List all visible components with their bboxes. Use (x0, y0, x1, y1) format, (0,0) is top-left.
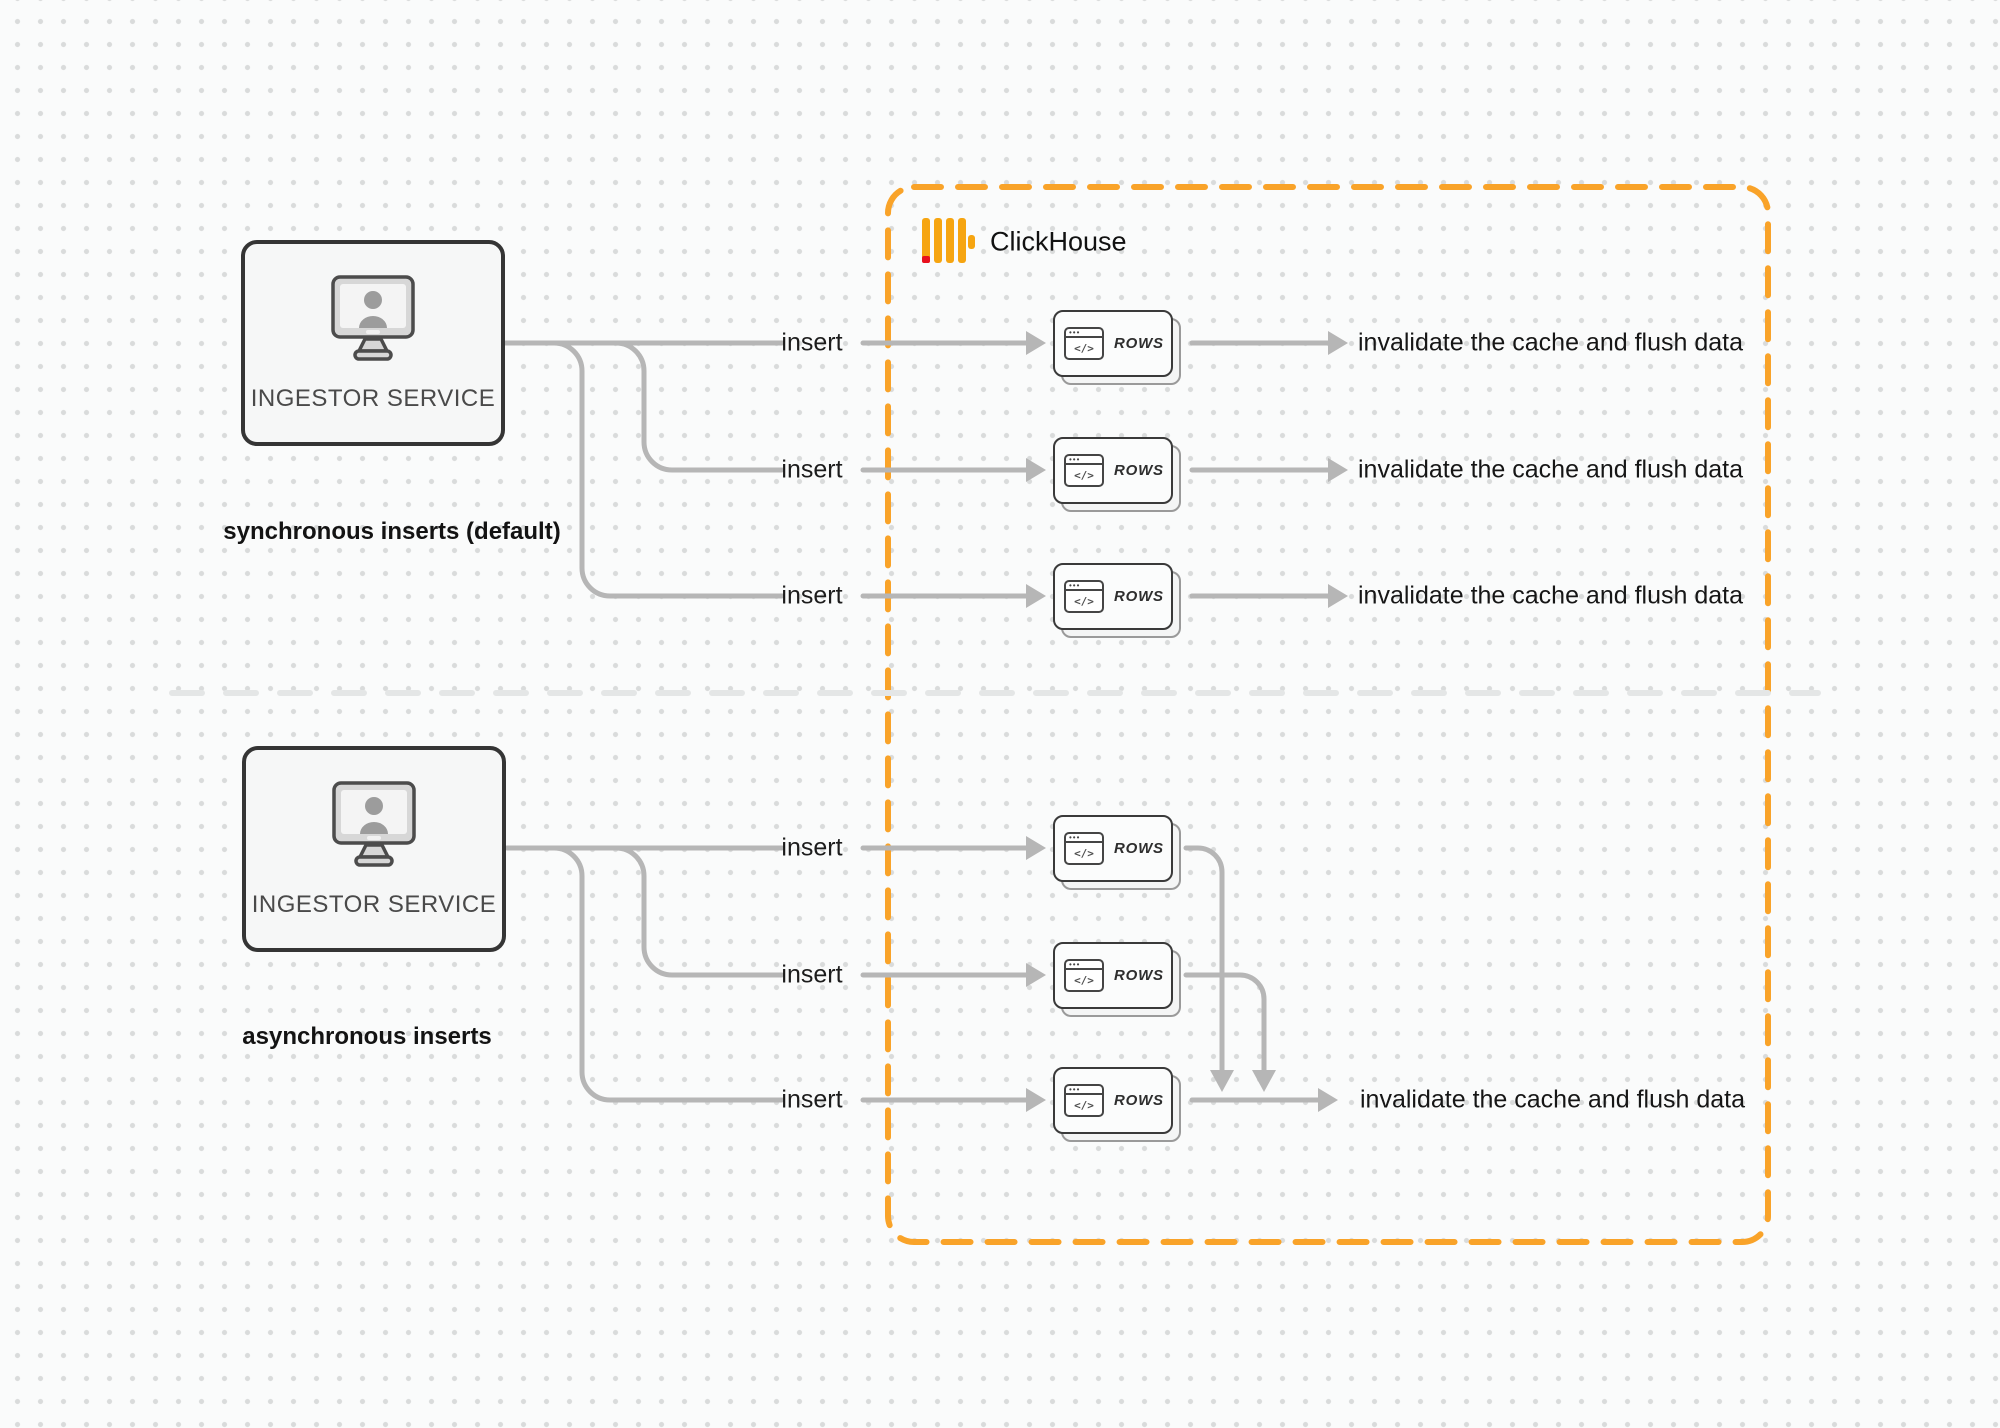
arrowhead-right-icon (1318, 1088, 1338, 1112)
service-label: INGESTOR SERVICE (251, 891, 497, 918)
rows-label: ROWS (1114, 1092, 1164, 1109)
result-label: invalidate the cache and flush data (1360, 1085, 1745, 1114)
insert-label: insert (781, 455, 843, 484)
logo-bar (934, 218, 942, 263)
logo-bar (922, 218, 930, 263)
code-window-icon: ••• </> (1064, 580, 1104, 613)
rows-card: ••• </> ROWS (1053, 815, 1173, 882)
async-caption: asynchronous inserts (242, 1023, 492, 1050)
code-glyph: </> (1074, 341, 1094, 355)
rows-card: ••• </> ROWS (1053, 1067, 1173, 1134)
rows-card: ••• </> ROWS (1053, 563, 1173, 630)
code-window-icon: ••• </> (1064, 454, 1104, 487)
logo-red-pixel (922, 255, 930, 263)
sync-ingestor-service-box: INGESTOR SERVICE (241, 240, 505, 446)
code-window-icon: ••• </> (1064, 959, 1104, 992)
arrowhead-right-icon (1026, 1088, 1046, 1112)
window-dots-icon: ••• (1066, 1086, 1102, 1095)
service-label: INGESTOR SERVICE (250, 385, 496, 412)
clickhouse-boundary (885, 184, 1771, 1245)
async-ingestor-service-box: INGESTOR SERVICE (242, 746, 506, 952)
async-branch-row2 (613, 845, 785, 978)
logo-bar (958, 218, 966, 263)
arrowhead-right-icon (1328, 584, 1348, 608)
arrowhead-down-icon (1252, 1070, 1276, 1092)
rows-card: ••• </> ROWS (1053, 437, 1173, 504)
window-dots-icon: ••• (1066, 961, 1102, 970)
arrowhead-right-icon (1328, 331, 1348, 355)
code-glyph: </> (1074, 594, 1094, 608)
rows-card-stack: ••• </> ROWS (1053, 310, 1181, 385)
code-glyph: </> (1074, 846, 1094, 860)
code-glyph: </> (1074, 973, 1094, 987)
result-label: invalidate the cache and flush data (1358, 328, 1743, 357)
result-label: invalidate the cache and flush data (1358, 581, 1743, 610)
code-window-icon: ••• </> (1064, 1084, 1104, 1117)
window-dots-icon: ••• (1066, 456, 1102, 465)
sync-branch-row3 (551, 340, 785, 599)
rows-label: ROWS (1114, 967, 1164, 984)
arrowhead-right-icon (1026, 458, 1046, 482)
arrowhead-right-icon (1026, 963, 1046, 987)
rows-label: ROWS (1114, 840, 1164, 857)
code-glyph: </> (1074, 468, 1094, 482)
insert-label: insert (781, 328, 843, 357)
insert-label: insert (781, 1085, 843, 1114)
code-glyph: </> (1074, 1098, 1094, 1112)
rows-label: ROWS (1114, 335, 1164, 352)
monitor-user-icon (332, 781, 416, 867)
result-label: invalidate the cache and flush data (1358, 455, 1743, 484)
insert-label: insert (781, 960, 843, 989)
window-dots-icon: ••• (1066, 834, 1102, 843)
clickhouse-title: ClickHouse (990, 226, 1127, 257)
clickhouse-logo-icon (922, 218, 978, 265)
rows-card: ••• </> ROWS (1053, 310, 1173, 377)
logo-short-bar (967, 235, 975, 249)
async-merge-line-1 (1183, 845, 1225, 1073)
rows-card-stack: ••• </> ROWS (1053, 563, 1181, 638)
insert-label: insert (781, 833, 843, 862)
window-dots-icon: ••• (1066, 582, 1102, 591)
code-window-icon: ••• </> (1064, 327, 1104, 360)
rows-label: ROWS (1114, 588, 1164, 605)
monitor-user-icon (331, 275, 415, 361)
arrowhead-right-icon (1328, 458, 1348, 482)
insert-label: insert (781, 581, 843, 610)
async-branch-row3 (551, 845, 785, 1103)
arrowhead-right-icon (1026, 331, 1046, 355)
rows-card-stack: ••• </> ROWS (1053, 437, 1181, 512)
code-window-icon: ••• </> (1064, 832, 1104, 865)
async-merge-line-2 (1183, 972, 1267, 1073)
sync-branch-row2 (613, 340, 785, 473)
logo-bar (946, 218, 954, 263)
sync-caption: synchronous inserts (default) (223, 518, 561, 545)
rows-card-stack: ••• </> ROWS (1053, 942, 1181, 1017)
rows-card-stack: ••• </> ROWS (1053, 1067, 1181, 1142)
window-dots-icon: ••• (1066, 329, 1102, 338)
rows-card-stack: ••• </> ROWS (1053, 815, 1181, 890)
arrowhead-right-icon (1026, 836, 1046, 860)
arrowhead-right-icon (1026, 584, 1046, 608)
rows-label: ROWS (1114, 462, 1164, 479)
rows-card: ••• </> ROWS (1053, 942, 1173, 1009)
arrowhead-down-icon (1210, 1070, 1234, 1092)
